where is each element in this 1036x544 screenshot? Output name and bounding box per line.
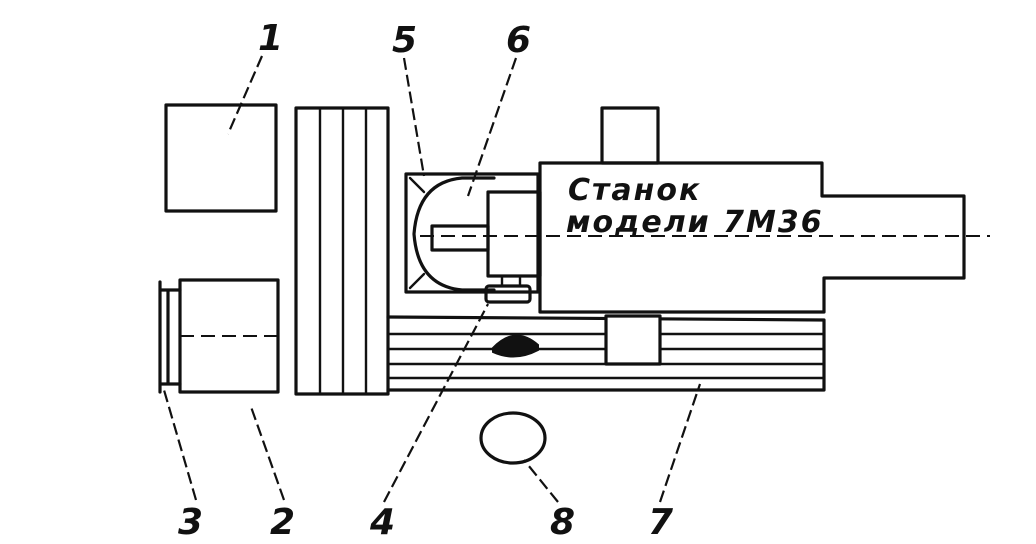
roller-conveyor bbox=[294, 106, 390, 396]
unit-6-head bbox=[412, 176, 496, 292]
carriage-block bbox=[604, 314, 662, 366]
unit-4-block bbox=[484, 284, 532, 304]
unit-8-circle bbox=[479, 411, 547, 465]
leader-8 bbox=[523, 459, 559, 503]
callout-8: 8 bbox=[550, 502, 575, 543]
spindle-box bbox=[486, 190, 542, 278]
callout-7: 7 bbox=[648, 502, 673, 543]
leader-3 bbox=[162, 389, 198, 501]
unit-4-neck bbox=[500, 274, 522, 288]
leader-6 bbox=[466, 57, 518, 197]
machine-label-line2: модели 7М36 bbox=[566, 205, 824, 240]
callout-4: 4 bbox=[369, 502, 395, 543]
callout-3: 3 bbox=[178, 502, 203, 543]
fixture-frame bbox=[404, 172, 540, 294]
leader-7 bbox=[658, 383, 702, 503]
machine-label-line1: Станок bbox=[568, 173, 701, 208]
unit-1-box bbox=[164, 103, 278, 213]
spindle-shaft bbox=[430, 224, 490, 252]
callout-2: 2 bbox=[270, 502, 295, 543]
callout-6: 6 bbox=[506, 20, 531, 61]
bed-marker bbox=[492, 334, 539, 358]
unit-3-flange bbox=[158, 280, 182, 394]
callout-1: 1 bbox=[258, 18, 283, 59]
leader-5 bbox=[402, 57, 426, 177]
leader-4 bbox=[383, 303, 489, 503]
leader-2 bbox=[248, 403, 286, 501]
machine-body bbox=[538, 161, 966, 314]
leader-1 bbox=[226, 55, 264, 135]
callout-5: 5 bbox=[392, 20, 417, 61]
machine-column bbox=[600, 106, 660, 165]
